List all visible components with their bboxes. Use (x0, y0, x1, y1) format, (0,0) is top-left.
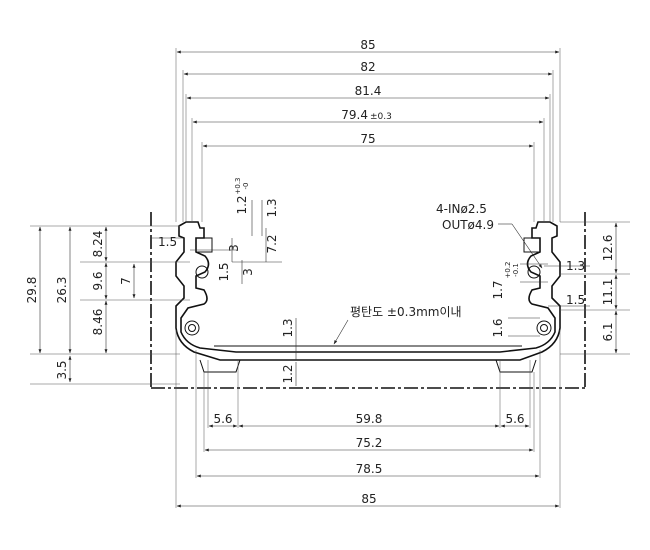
dim-8-24: 8.24 (91, 231, 105, 258)
dim-78-5: 78.5 (356, 462, 383, 476)
left-dimensions: 29.8 26.3 8.24 9.6 7 8.46 3.5 (25, 225, 190, 385)
dim-75-top: 75 (360, 132, 375, 146)
dim-1-2-b: 1.2 (281, 364, 295, 383)
dim-1-7-tol-upper: +0.2 (504, 262, 512, 279)
left-lower-boss-inner (188, 324, 196, 332)
dim-59-8: 59.8 (356, 412, 383, 426)
dim-3-a: 3 (227, 244, 241, 252)
flatness-note: 평탄도 ±0.3mm이내 (333, 305, 462, 345)
dim-5-6-right: 5.6 (505, 412, 524, 426)
dim-3-b: 3 (241, 268, 255, 276)
dim-1-7-tol-lower: -0.1 (512, 263, 520, 277)
dim-1-6: 1.6 (491, 318, 505, 337)
hole-spec-line-2: OUTø4.9 (442, 218, 494, 232)
top-dimensions: 85 82 81.4 79.4 ±0.3 75 (175, 38, 561, 222)
dim-26-3: 26.3 (55, 277, 69, 304)
right-lower-boss (536, 320, 552, 336)
dim-79-4: 79.4 (341, 108, 368, 122)
aluminium-profile (150, 212, 586, 389)
dim-1-5-b: 1.5 (217, 262, 231, 281)
dim-1-7: 1.7 (491, 280, 505, 299)
dim-5-6-left: 5.6 (213, 412, 232, 426)
hole-spec-line-1: 4-INø2.5 (436, 202, 487, 216)
dim-1-5-a: 1.5 (158, 235, 177, 249)
dim-82: 82 (360, 60, 375, 74)
right-upper-boss (527, 265, 541, 279)
dim-9-6: 9.6 (91, 271, 105, 290)
bottom-feet-left (199, 359, 241, 373)
dim-1-3-a: 1.3 (265, 198, 279, 217)
flatness-note-text: 평탄도 ±0.3mm이내 (350, 305, 462, 319)
right-lower-boss-inner (540, 324, 548, 332)
dim-1-5-right: 1.5 (566, 293, 585, 307)
dim-79-4-tol: ±0.3 (370, 112, 392, 122)
dim-3-5: 3.5 (55, 360, 69, 379)
dim-7-2: 7.2 (265, 234, 279, 253)
left-lower-boss (184, 320, 200, 336)
dim-29-8: 29.8 (25, 277, 39, 304)
dim-11-1: 11.1 (601, 279, 615, 306)
bottom-feet-right (495, 359, 537, 373)
dim-1-2: 1.2 (235, 195, 249, 214)
dim-81-4: 81.4 (355, 84, 382, 98)
dim-1-3-b: 1.3 (281, 318, 295, 337)
right-slot (523, 237, 540, 253)
left-upper-boss (195, 265, 209, 279)
dim-12-6: 12.6 (601, 235, 615, 262)
dim-85-top: 85 (360, 38, 375, 52)
dim-75-2: 75.2 (356, 436, 383, 450)
right-dimensions: 4-INø2.5 OUTø4.9 12.6 1.3 1.7 +0.2 -0.1 … (436, 202, 630, 355)
dim-6-1: 6.1 (601, 322, 615, 341)
dim-7: 7 (119, 277, 133, 285)
dim-8-46: 8.46 (91, 309, 105, 336)
detail-dimensions: 1.5 3 1.5 3 1.2 +0.3 -0 1.3 7.2 1.3 1.2 (152, 178, 297, 386)
left-slot (196, 237, 213, 253)
dim-1-2-tol-lower: -0 (242, 183, 250, 190)
dim-1-2-tol-upper: +0.3 (234, 178, 242, 195)
bottom-dimensions: 5.6 59.8 5.6 75.2 78.5 85 (175, 330, 561, 508)
dim-85-bottom: 85 (361, 492, 376, 506)
left-outer-wall (175, 221, 561, 361)
dim-1-3-right: 1.3 (566, 259, 585, 273)
